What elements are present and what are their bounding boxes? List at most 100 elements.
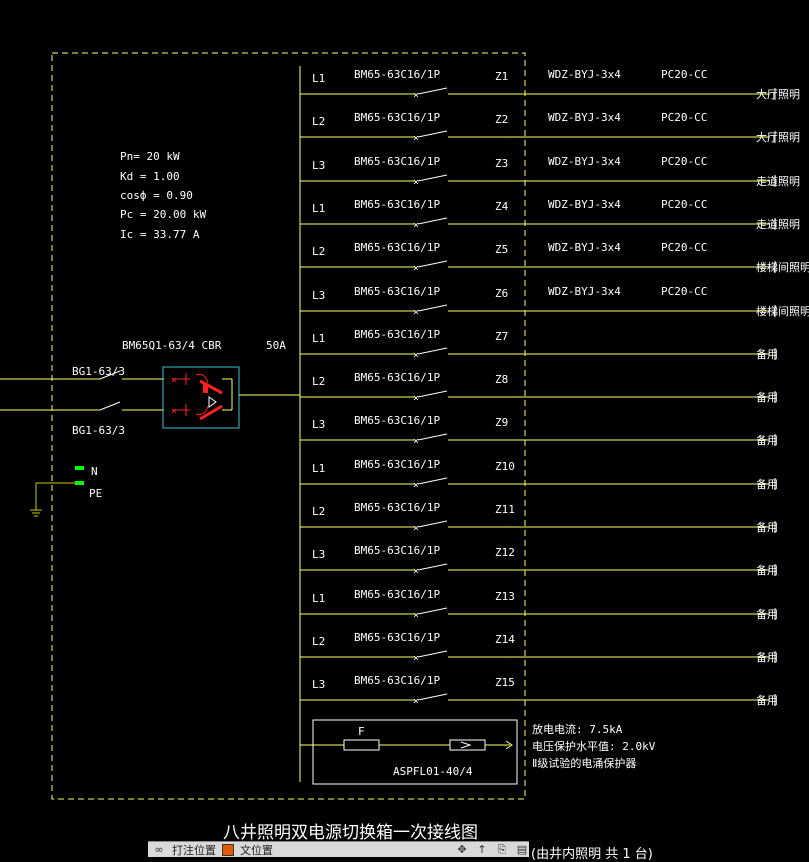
cbr-box — [162, 366, 240, 429]
svg-text:×: × — [171, 406, 177, 417]
toolbar-item-1[interactable]: 打注位置 — [172, 843, 216, 857]
snap-icon[interactable]: ∞ — [154, 843, 164, 856]
incoming-switch-2 — [99, 401, 121, 411]
circuit-breaker-x-icon: × — [413, 566, 419, 577]
circuit-phase: L3 — [312, 159, 325, 172]
circuit-breaker-model: BM65-63C16/1P — [354, 68, 440, 81]
diagram-title: 八井照明双电源切换箱一次接线图 — [223, 823, 478, 843]
circuit-cable: WDZ-BYJ-3x4 — [548, 285, 621, 298]
circuit-breaker-model: BM65-63C16/1P — [354, 285, 440, 298]
circuit-phase: L1 — [312, 72, 325, 85]
circuit-breaker-x-icon: × — [413, 350, 419, 361]
circuit-breaker-x-icon: × — [413, 653, 419, 664]
load-pc: Pc = 20.00 kW — [120, 208, 206, 221]
circuit-phase: L2 — [312, 635, 325, 648]
circuit-id: Z13 — [495, 590, 515, 603]
circuit-breaker-model: BM65-63C16/1P — [354, 631, 440, 644]
circuit-breaker-x-icon: × — [413, 480, 419, 491]
incoming-switch-1 — [99, 370, 121, 380]
spd-note-3: Ⅱ级试验的电涌保护器 — [532, 756, 636, 770]
circuit-phase: L3 — [312, 289, 325, 302]
circuit-load: 备用 — [756, 607, 778, 621]
fuse-icon — [343, 739, 380, 751]
circuit-conduit: PC20-CC — [661, 285, 707, 298]
circuit-breaker-blade — [417, 260, 448, 268]
circuit-phase: L1 — [312, 332, 325, 345]
circuit-load: 大厅照明 — [756, 87, 800, 101]
circuit-load: 备用 — [756, 520, 778, 534]
circuit-breaker-blade — [417, 130, 448, 138]
pe-terminal-icon — [75, 481, 84, 485]
circuit-phase: L2 — [312, 245, 325, 258]
layer-icon[interactable]: ▤ — [516, 843, 528, 856]
fuse-label: F — [358, 725, 365, 738]
spd-box — [312, 719, 518, 785]
circuit-breaker-x-icon: × — [413, 263, 419, 274]
spd-model: ASPFL01-40/4 — [393, 765, 473, 778]
circuit-conduit: PC20-CC — [661, 241, 707, 254]
circuit-id: Z14 — [495, 633, 515, 646]
spd-note-1: 放电电流: 7.5kA — [532, 722, 623, 736]
circuit-load: 备用 — [756, 563, 778, 577]
n-label: N — [91, 465, 98, 478]
incoming-section: BM65Q1-63/4 CBR 50A BG1-63/3 BG1-63/3 × … — [0, 339, 300, 517]
status-text: (由井内照明 共 1 台) — [531, 847, 653, 862]
circuit-conduit: PC20-CC — [661, 111, 707, 124]
circuit-breaker-x-icon: × — [413, 696, 419, 707]
circuit-load: 备用 — [756, 693, 778, 707]
circuit-breaker-x-icon: × — [413, 393, 419, 404]
circuit-breaker-model: BM65-63C16/1P — [354, 414, 440, 427]
circuit-breaker-x-icon: × — [413, 436, 419, 447]
toolbar-item-2[interactable]: 文位置 — [240, 843, 273, 857]
circuit-breaker-model: BM65-63C16/1P — [354, 328, 440, 341]
circuit-breaker-x-icon: × — [413, 523, 419, 534]
move-icon[interactable]: ✥ — [457, 843, 467, 856]
circuit-cable: WDZ-BYJ-3x4 — [548, 198, 621, 211]
spd-arrow-icon — [505, 740, 513, 750]
circuit-breaker-blade — [417, 563, 448, 571]
circuit-phase: L2 — [312, 375, 325, 388]
circuit-phase: L3 — [312, 548, 325, 561]
spd-note-2: 电压保护水平值: 2.0kV — [532, 739, 656, 753]
circuit-conduit: PC20-CC — [661, 155, 707, 168]
breaker-bottom-label: BG1-63/3 — [72, 424, 125, 437]
load-cos: cosф = 0.90 — [120, 189, 193, 202]
circuit-phase: L2 — [312, 505, 325, 518]
circuit-breaker-model: BM65-63C16/1P — [354, 458, 440, 471]
copy-icon[interactable]: ⎘ — [497, 842, 507, 856]
cbr-rating: 50A — [266, 339, 286, 352]
circuit-id: Z15 — [495, 676, 515, 689]
cbr-label: BM65Q1-63/4 CBR — [122, 339, 222, 352]
cad-toolbar: ∞ 打注位置 文位置 ✥ ↑ ⎘ ▤ — [148, 841, 529, 857]
circuit-breaker-blade — [417, 607, 448, 615]
circuit-id: Z11 — [495, 503, 515, 516]
circuit-phase: L3 — [312, 418, 325, 431]
circuit-breaker-x-icon: × — [413, 610, 419, 621]
circuit-cable: WDZ-BYJ-3x4 — [548, 241, 621, 254]
load-ic: Ic = 33.77 A — [120, 228, 200, 241]
circuit-load: 大厅照明 — [756, 130, 800, 144]
circuit-breaker-x-icon: × — [413, 133, 419, 144]
circuit-load: 备用 — [756, 433, 778, 447]
circuit-breaker-model: BM65-63C16/1P — [354, 241, 440, 254]
enclosure-frame — [51, 52, 526, 800]
circuit-breaker-x-icon: × — [413, 220, 419, 231]
color-swatch-icon[interactable] — [222, 843, 234, 856]
circuit-id: Z12 — [495, 546, 515, 559]
arrow-up-icon[interactable]: ↑ — [477, 843, 487, 856]
arrester-arrow-icon — [460, 741, 472, 749]
circuit-breaker-blade — [417, 87, 448, 95]
circuit-cable: WDZ-BYJ-3x4 — [548, 68, 621, 81]
